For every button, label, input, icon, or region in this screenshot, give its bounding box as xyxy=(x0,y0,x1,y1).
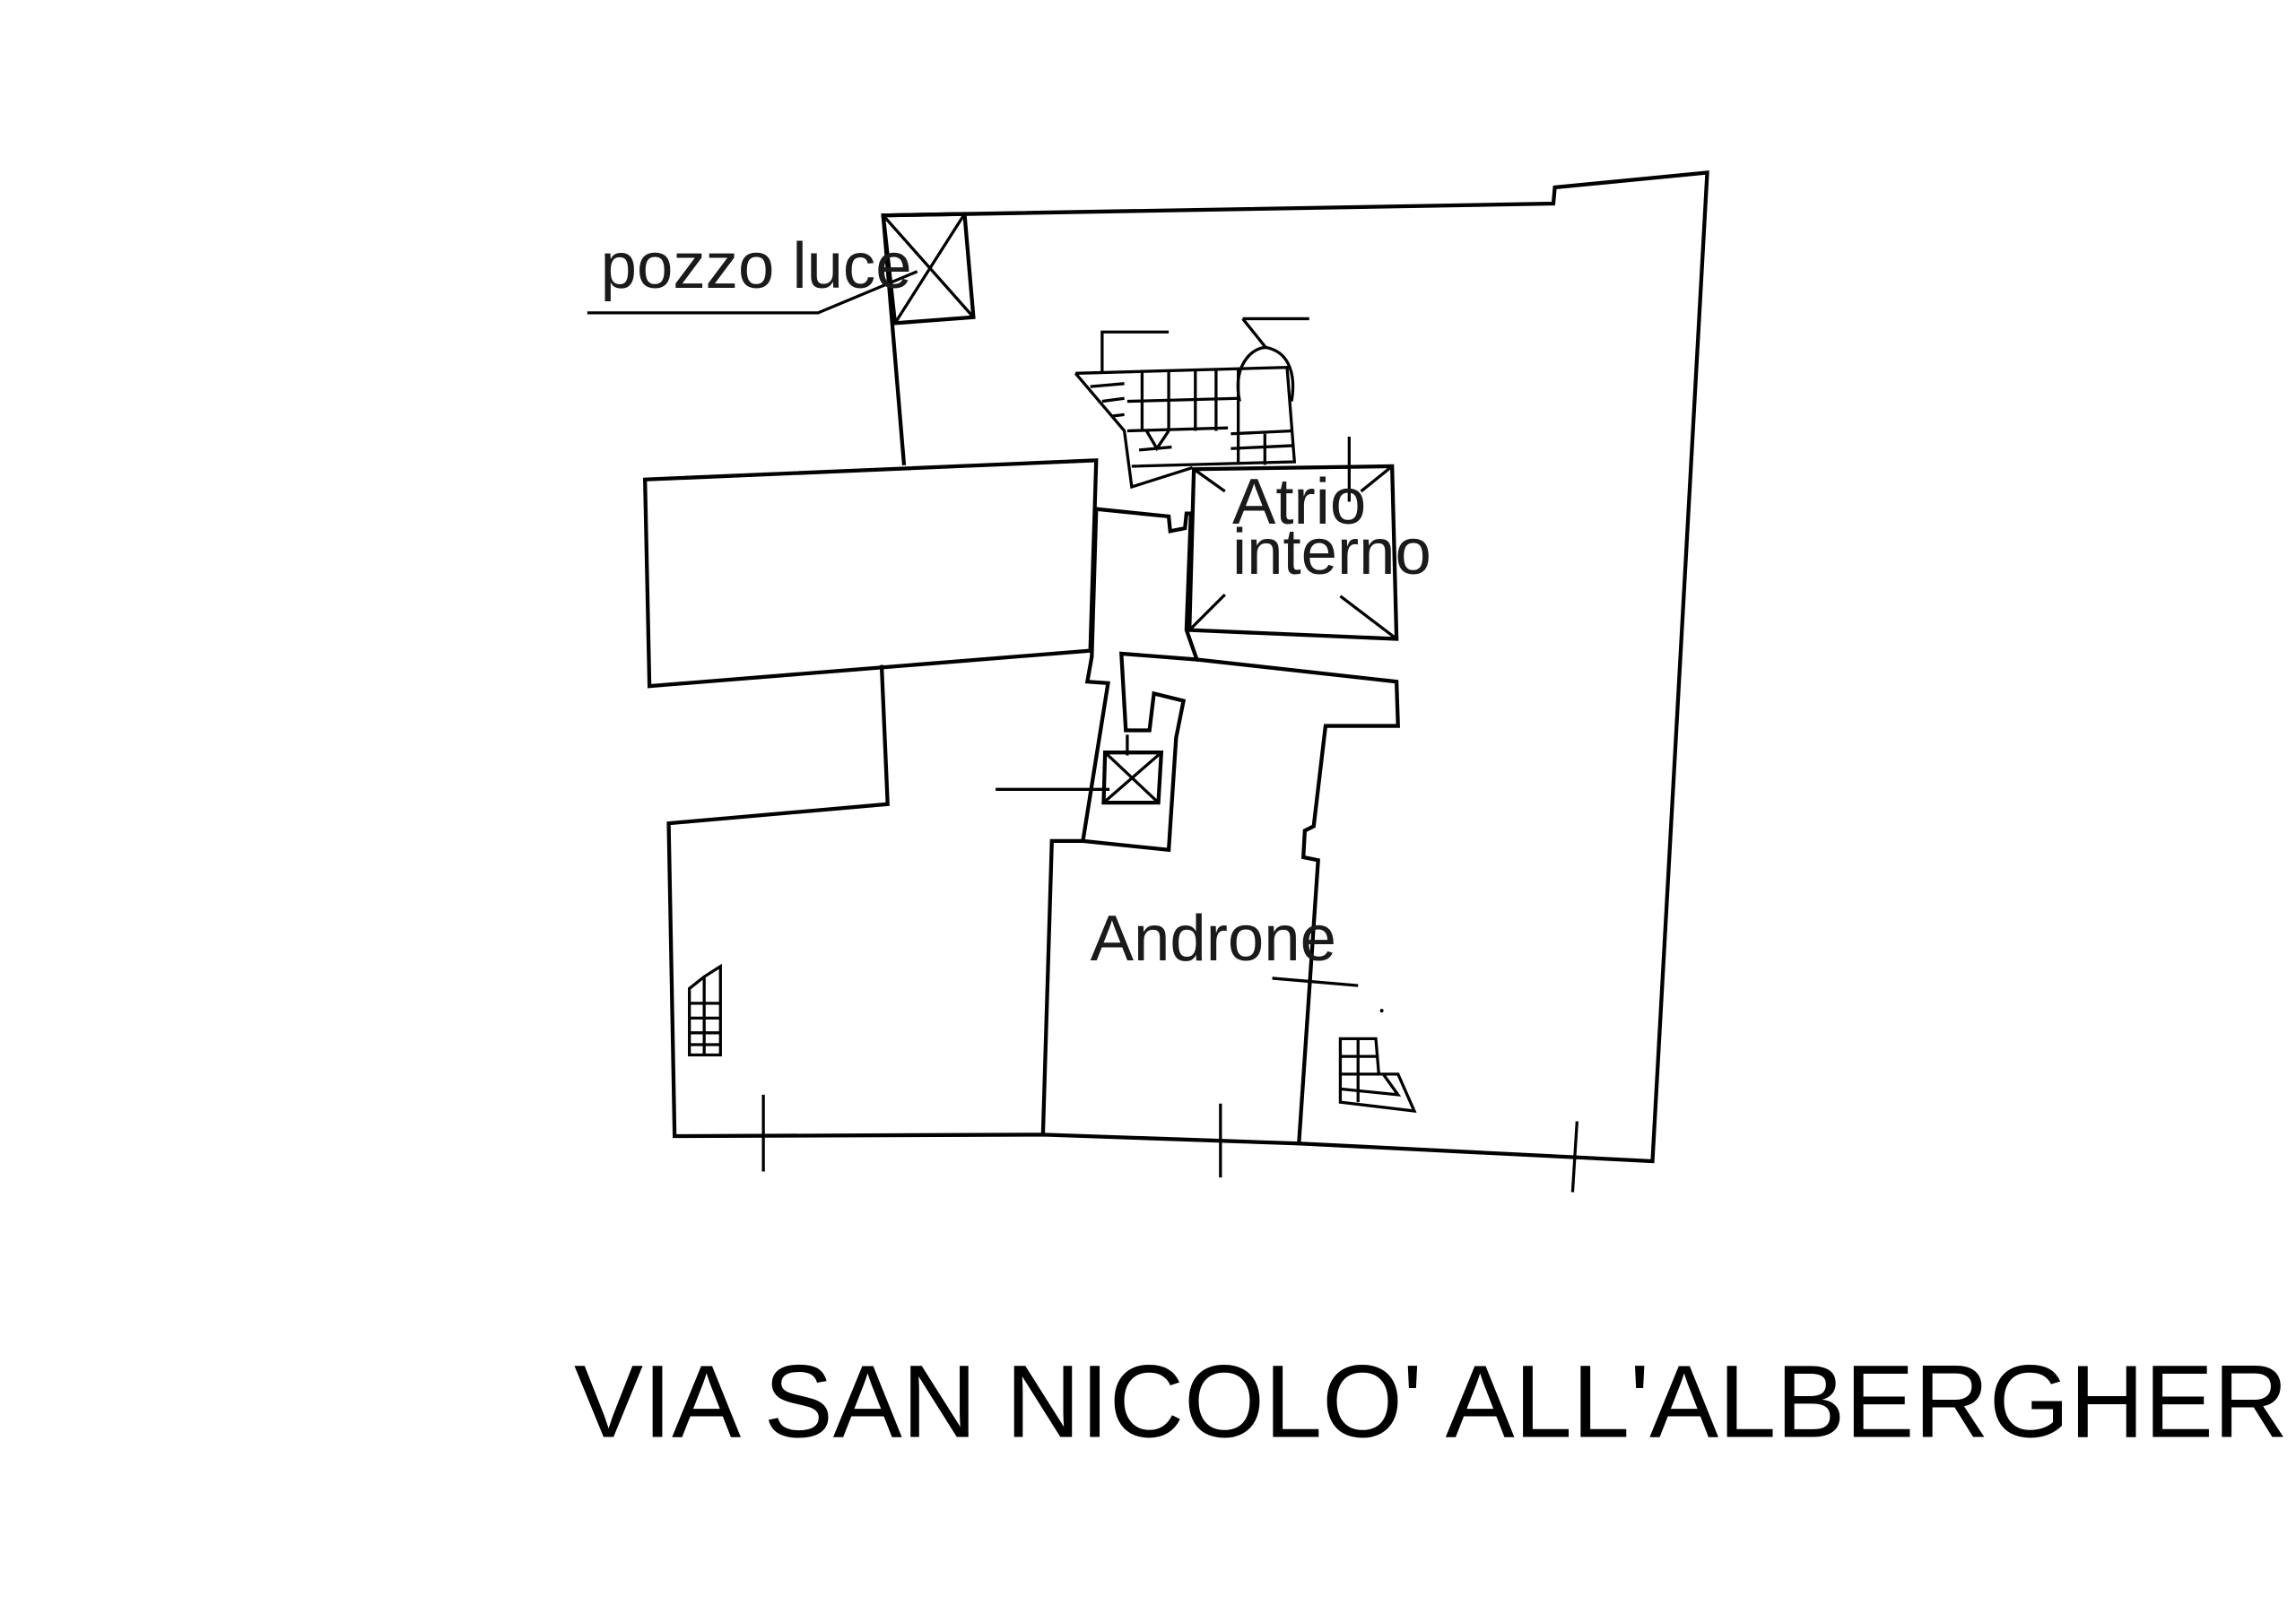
pozzo-luce-leader xyxy=(587,270,918,315)
androne-leader xyxy=(1272,976,1359,987)
east-stair-icon xyxy=(1338,1037,1417,1114)
west-wing xyxy=(642,458,1099,689)
building-outline xyxy=(666,170,1709,1164)
atrio-label-line2: interno xyxy=(1232,516,1431,588)
light-well-icon xyxy=(881,212,976,325)
west-stair-icon xyxy=(688,963,722,1057)
androne-label: Androne xyxy=(1091,902,1336,975)
street-tick-marks xyxy=(761,1094,1578,1193)
dot-mark xyxy=(1379,1009,1384,1013)
street-name: VIA SAN NICOLO' ALL'ALBERGHERIA xyxy=(574,1345,2296,1460)
pozzo-luce-label: pozzo luce xyxy=(601,230,912,302)
androne-west-wall xyxy=(1040,838,1085,1137)
atrio-interno xyxy=(1187,437,1399,641)
atrio-label-line1: Atrio xyxy=(1232,465,1366,538)
main-staircase-icon xyxy=(1074,317,1309,490)
corridor-west-wall xyxy=(1080,507,1199,853)
central-corridor xyxy=(1093,507,1400,1146)
inner-shaft-icon xyxy=(1101,734,1164,805)
